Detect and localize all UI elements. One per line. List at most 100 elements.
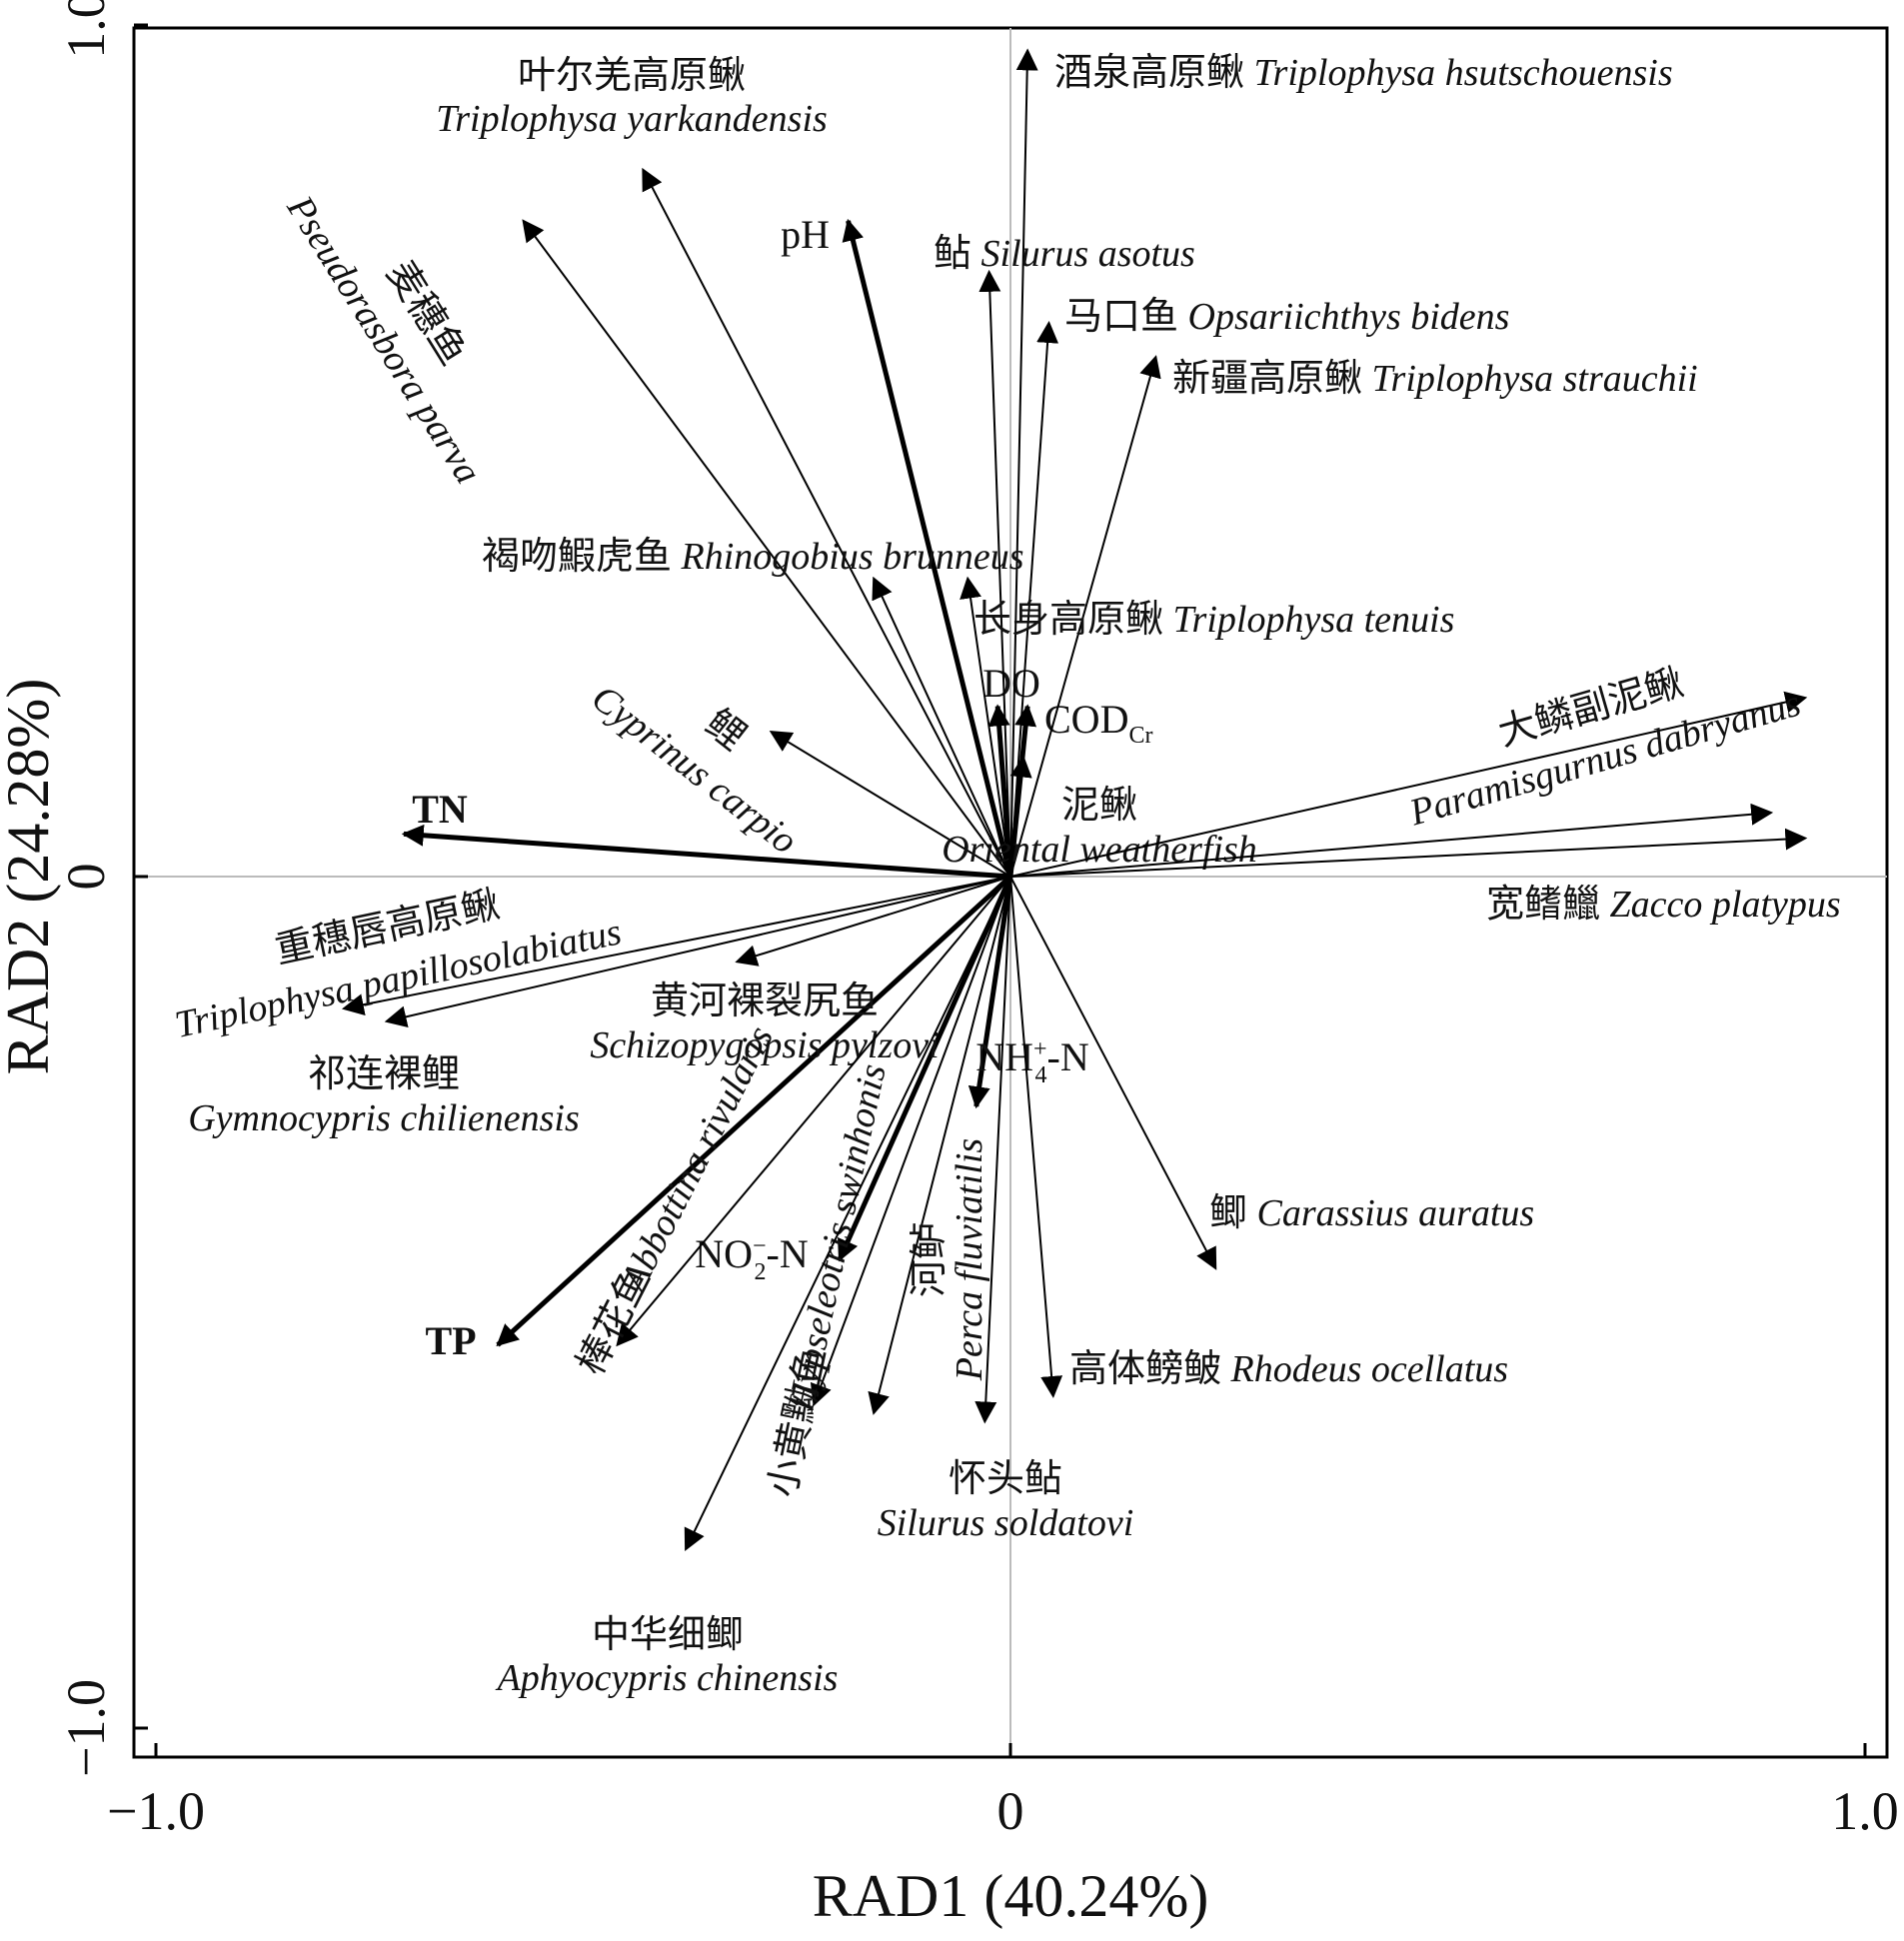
- species-vector-arrow: [1009, 755, 1032, 878]
- species-vector-arrow: [872, 576, 1011, 878]
- env-vector-arrow: [837, 875, 1013, 1262]
- species-vector-arrow: [1009, 355, 1161, 878]
- species-latin-name: Cyprinus carpio: [584, 677, 805, 863]
- env-vector-arrow: [496, 875, 1012, 1347]
- species-vector-arrow: [810, 876, 1011, 1407]
- species-latin-name: Oriental weatherfish: [942, 829, 1257, 871]
- species-vector: 宽鳍鱲 Zacco platypus: [1009, 828, 1841, 926]
- species-vector-arrow: [974, 876, 1011, 1424]
- y-axis-title: RAD2 (24.28%): [0, 679, 61, 1075]
- species-vector-arrow: [684, 876, 1011, 1552]
- species-name: 叶尔羌高原鳅: [518, 55, 746, 97]
- species-name: 泥鳅: [1061, 785, 1137, 827]
- species-vector-arrow: [1009, 876, 1217, 1270]
- species-vector-arrow: [1009, 691, 1808, 878]
- species-latin-name: Perca fluviatilis: [949, 1138, 990, 1381]
- env-vector: TN: [401, 787, 1011, 880]
- species-vector-arrow: [959, 576, 1011, 878]
- env-vector: TP: [425, 875, 1012, 1363]
- species-name: 新疆高原鳅 Triplophysa strauchii: [1172, 358, 1698, 400]
- species-vector-arrow: [735, 876, 1011, 967]
- env-vector-label: NH+4-N: [975, 1034, 1089, 1088]
- species-vector: 马口鱼 Opsariichthys bidens: [1009, 296, 1509, 878]
- env-vector-label: TN: [412, 787, 468, 832]
- env-vector: DO: [982, 661, 1040, 878]
- species-vector-arrow: [868, 876, 1011, 1415]
- species-vector: 北方花鳅 Cobitis granoei: [1009, 803, 1774, 878]
- env-vector-label: DO: [982, 661, 1040, 706]
- species-vector: 鲇 Silurus asotus: [934, 233, 1195, 878]
- x-tick-label: −1.0: [107, 1781, 205, 1841]
- species-vector-arrow: [1009, 803, 1774, 878]
- species-latin-name: Gymnocypris chilienensis: [188, 1097, 580, 1139]
- species-vector-arrow: [1009, 876, 1063, 1398]
- species-vector: 高体鳑鲏 Rhodeus ocellatus: [1009, 876, 1508, 1398]
- species-latin-name: Silurus soldatovi: [878, 1502, 1134, 1544]
- species-name: 祁连裸鲤: [308, 1053, 460, 1095]
- y-tick-label: 1.0: [56, 0, 116, 59]
- species-vector-arrow: [341, 876, 1011, 1016]
- species-vector: 酒泉高原鳅 Triplophysa hsutschouensis: [1009, 48, 1673, 878]
- species-name: 宽鳍鱲 Zacco platypus: [1486, 884, 1841, 926]
- species-name: 褐吻鰕虎鱼 Rhinogobius brunneus: [482, 536, 1024, 578]
- species-vector-arrow: [1009, 828, 1808, 878]
- species-label-group: 小黄黝鱼Hypseleotris swinhonis: [762, 1060, 895, 1501]
- species-name: 长身高原鳅 Triplophysa tenuis: [973, 599, 1454, 641]
- species-name: 鲇 Silurus asotus: [934, 233, 1195, 275]
- env-vector: NO−2-N: [695, 875, 1013, 1285]
- env-vector-arrow: [401, 824, 1011, 880]
- species-vector-arrow: [978, 269, 1011, 878]
- env-vector-arrow: [967, 876, 1013, 1109]
- env-vector-label: NO−2-N: [695, 1231, 809, 1285]
- species-vector-arrow: [642, 167, 1011, 878]
- species-vector-arrow: [616, 876, 1011, 1347]
- x-tick-label: 1.0: [1831, 1781, 1899, 1841]
- species-latin-name: Aphyocypris chinensis: [495, 1657, 839, 1699]
- env-vector-arrow: [842, 218, 1013, 878]
- species-name: 酒泉高原鳅 Triplophysa hsutschouensis: [1054, 52, 1673, 94]
- env-vector-label: pH: [781, 212, 830, 257]
- species-vector-arrow: [1009, 48, 1038, 878]
- species-vector: 鲫 Carassius auratus: [1009, 876, 1534, 1270]
- env-vector-label: CODCr: [1044, 697, 1152, 749]
- env-vector-arrow: [987, 704, 1013, 878]
- x-tick-label: 0: [997, 1781, 1024, 1841]
- env-vector-label: TP: [425, 1318, 476, 1363]
- species-vector-arrow: [522, 219, 1011, 878]
- species-name: 黄河裸裂尻鱼: [651, 980, 879, 1022]
- species-name: 中华细鲫: [592, 1614, 744, 1656]
- y-tick-label: −1.0: [56, 1679, 116, 1777]
- species-name: 高体鳑鲏 Rhodeus ocellatus: [1069, 1348, 1508, 1390]
- species-vector: 新疆高原鳅 Triplophysa strauchii: [1009, 355, 1698, 878]
- species-name: 鲤: [698, 702, 754, 759]
- species-vector-arrow: [769, 731, 1011, 878]
- env-vector: pH: [781, 212, 1013, 878]
- species-name: 河鲈: [909, 1221, 951, 1297]
- species-vector: 长身高原鳅 Triplophysa tenuis: [959, 576, 1454, 878]
- species-vector-arrow: [1009, 321, 1059, 878]
- species-name: 鲫 Carassius auratus: [1209, 1192, 1534, 1234]
- y-tick-label: 0: [56, 864, 116, 891]
- species-name: 马口鱼 Opsariichthys bidens: [1064, 296, 1509, 338]
- species-vector-arrow: [384, 876, 1011, 1028]
- species-name: 怀头鲇: [949, 1458, 1062, 1500]
- x-axis-title: RAD1 (40.24%): [813, 1863, 1209, 1929]
- species-vector: 褐吻鰕虎鱼 Rhinogobius brunneus: [482, 536, 1024, 878]
- species-latin-name: Triplophysa yarkandensis: [436, 98, 828, 140]
